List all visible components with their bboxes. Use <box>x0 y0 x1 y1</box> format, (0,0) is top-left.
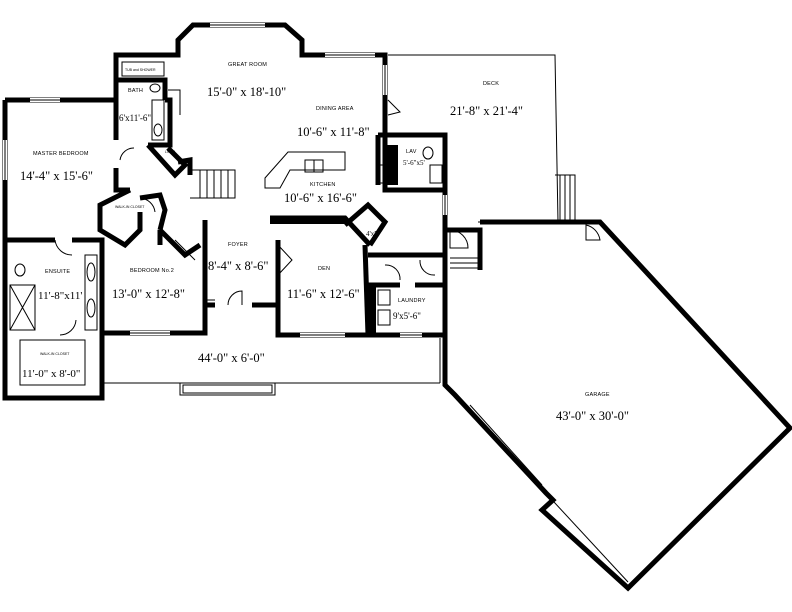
master-size: 14'-4" x 15'-6" <box>20 169 93 183</box>
ensuite-label: ENSUITE <box>45 269 70 275</box>
bath-label: BATH <box>128 88 143 94</box>
bedroom2-label: BEDROOM No.2 <box>130 268 174 274</box>
windows <box>3 23 447 337</box>
kitchen-size: 10'-6" x 16'-6" <box>284 191 357 205</box>
den-label: DEN <box>318 266 330 272</box>
den-size: 11'-6" x 12'-6" <box>287 287 360 301</box>
foyer-label: FOYER <box>228 242 248 248</box>
lav-label: LAV <box>406 149 417 155</box>
fixtures: TUB and SHOWER WALK-IN CLOSET WALK-IN CL… <box>9 61 443 386</box>
pantry-size: 4'x5' <box>366 230 379 238</box>
walkin-size: 11'-0" x 8'-0" <box>22 368 80 380</box>
garage-size: 43'-0" x 30'-0" <box>556 409 629 423</box>
lav-size: 5'-6"x5' <box>403 159 425 167</box>
great-room-size: 15'-0" x 18'-10" <box>207 85 286 99</box>
laundry-label: LAUNDRY <box>398 298 426 304</box>
deck-size: 21'-8" x 21'-4" <box>450 104 523 118</box>
garage-walls <box>442 219 792 592</box>
kitchen-label: KITCHEN <box>310 182 336 188</box>
laundry-size: 9'x5'-6" <box>393 311 421 321</box>
garage-label: GARAGE <box>585 392 610 398</box>
porch-size: 44'-0" x 6'-0" <box>198 351 265 365</box>
interior-walls <box>5 77 469 336</box>
exterior-walls <box>2 22 483 401</box>
master-label: MASTER BEDROOM <box>33 151 89 157</box>
walkin-closet-label: WALK-IN CLOSET <box>40 352 70 356</box>
great-room-label: GREAT ROOM <box>228 62 267 68</box>
ensuite-size: 11'-8"x11' <box>38 290 82 302</box>
room-labels: GREAT ROOM 15'-0" x 18'-10" DINING AREA … <box>20 62 629 423</box>
dining-size: 10'-6" x 11'-8" <box>297 125 370 139</box>
bath-size: 6'x11'-6" <box>119 113 151 123</box>
tub-label: TUB and SHOWER <box>125 68 156 72</box>
bedroom2-size: 13'-0" x 12'-8" <box>112 287 185 301</box>
deck-label: DECK <box>483 81 499 87</box>
dining-label: DINING AREA <box>316 106 354 112</box>
linen-label: LINEN <box>165 150 176 154</box>
foyer-size: 8'-4" x 8'-6" <box>208 259 269 273</box>
walkin-closet2-label: WALK-IN CLOSET <box>115 205 145 209</box>
